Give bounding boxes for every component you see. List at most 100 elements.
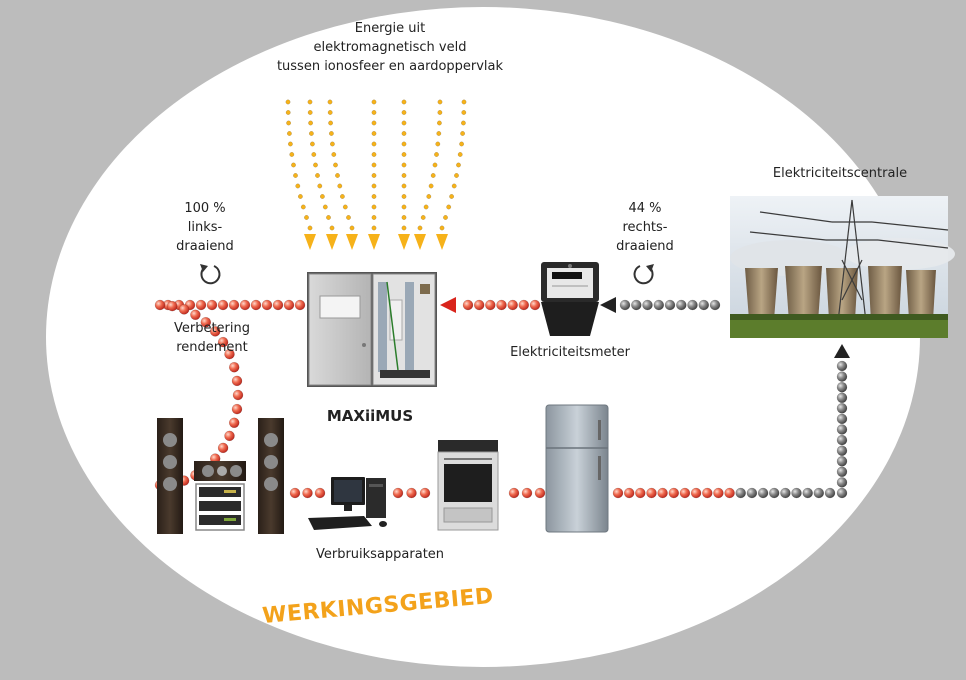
improved-current-bead bbox=[679, 487, 691, 499]
grid-current-bead bbox=[642, 299, 653, 311]
grid-current-bead bbox=[746, 487, 758, 499]
improved-current-bead bbox=[302, 487, 313, 499]
energy-dot bbox=[401, 183, 407, 189]
energy-dot bbox=[289, 152, 295, 157]
energy-dot bbox=[285, 110, 291, 115]
improved-current-bead bbox=[690, 487, 702, 499]
grid-current-bead bbox=[836, 477, 848, 488]
energy-dot bbox=[420, 215, 426, 220]
fridge-image bbox=[545, 404, 609, 533]
improved-current-bead bbox=[217, 336, 229, 348]
energy-dot bbox=[329, 225, 335, 231]
improved-current-bead bbox=[217, 442, 229, 454]
improved-current-bead bbox=[612, 487, 624, 499]
grid-current-bead bbox=[687, 299, 698, 311]
clockwise-rotation-icon bbox=[633, 264, 654, 285]
energy-dot bbox=[371, 204, 377, 210]
energy-dot bbox=[371, 215, 377, 220]
improved-current-bead bbox=[507, 299, 518, 311]
energy-dot bbox=[339, 194, 345, 199]
grid-current-bead bbox=[619, 299, 631, 311]
energy-arrowhead bbox=[414, 234, 426, 250]
improved-current-bead bbox=[702, 487, 713, 499]
improved-current-bead bbox=[231, 403, 243, 415]
energy-dot bbox=[434, 152, 439, 157]
grid-current-bead bbox=[768, 487, 780, 499]
meter-to-device-arrowhead bbox=[440, 297, 456, 313]
energy-dot bbox=[349, 225, 355, 231]
meter-label: Elektriciteitsmeter bbox=[510, 345, 630, 360]
improved-current-bead bbox=[272, 299, 284, 311]
energy-source-label-line2: elektromagnetisch veld bbox=[313, 40, 467, 55]
counterclockwise-rotation-icon bbox=[200, 264, 221, 285]
grid-current-bead bbox=[836, 434, 848, 446]
improved-current-bead bbox=[668, 487, 680, 499]
energy-dot bbox=[432, 162, 438, 168]
cooker-image bbox=[437, 440, 499, 531]
energy-dot bbox=[346, 215, 351, 220]
improved-current-bead bbox=[521, 487, 533, 499]
improved-current-bead bbox=[623, 487, 635, 499]
improvement-label-line1: Verbetering bbox=[173, 321, 251, 336]
improved-current-bead bbox=[228, 417, 240, 429]
improved-current-bead bbox=[228, 299, 240, 311]
improved-current-bead bbox=[289, 487, 301, 499]
energy-dot bbox=[437, 99, 443, 105]
improved-current-bead bbox=[406, 487, 417, 499]
energy-dot bbox=[335, 173, 340, 178]
energy-dot bbox=[461, 110, 467, 115]
grid-current-bead bbox=[836, 392, 848, 404]
energy-dot bbox=[315, 173, 320, 178]
energy-source-label-line3: tussen ionosfeer en aardoppervlak bbox=[276, 59, 504, 74]
energy-arrowhead bbox=[346, 234, 358, 250]
grid-current-bead bbox=[836, 381, 848, 393]
energy-dot bbox=[326, 215, 331, 220]
power-plant-label: Elektriciteitscentrale bbox=[772, 166, 908, 181]
grid-current-bead bbox=[735, 487, 746, 499]
energy-dot bbox=[371, 120, 377, 126]
energy-dot bbox=[371, 99, 377, 105]
energy-dot bbox=[313, 162, 318, 168]
computer-image bbox=[308, 477, 387, 530]
improved-current-bead bbox=[294, 299, 306, 311]
energy-dot bbox=[327, 99, 333, 105]
grid-current-bead bbox=[836, 456, 848, 467]
energy-dot bbox=[435, 141, 441, 147]
energy-dot bbox=[401, 141, 407, 147]
energy-dot bbox=[319, 194, 325, 199]
energy-dot bbox=[304, 215, 309, 220]
improved-current-bead bbox=[217, 299, 229, 311]
right-rotation-dir-line1: rechts- bbox=[622, 220, 668, 235]
power-plant-image bbox=[730, 196, 955, 338]
energy-dot bbox=[426, 194, 432, 199]
energy-dot bbox=[401, 152, 407, 157]
grid-current-bead bbox=[653, 299, 665, 311]
energy-dot bbox=[457, 152, 463, 157]
improved-current-bead bbox=[724, 487, 735, 499]
energy-dot bbox=[333, 162, 338, 168]
electricity-meter-image bbox=[541, 262, 599, 336]
improved-current-bead bbox=[231, 375, 243, 387]
energy-dot bbox=[308, 131, 314, 136]
energy-dot bbox=[295, 183, 301, 189]
improved-current-bead bbox=[224, 430, 235, 442]
energy-dot bbox=[331, 152, 337, 157]
energy-dot bbox=[439, 225, 445, 231]
grid-current-bead bbox=[813, 487, 825, 499]
grid-current-beads bbox=[619, 299, 848, 499]
improved-current-bead bbox=[200, 316, 212, 328]
energy-dot bbox=[307, 110, 313, 115]
energy-dot bbox=[297, 194, 303, 199]
energy-dot bbox=[337, 183, 343, 189]
improved-current-bead bbox=[314, 487, 326, 499]
consumers-label: Verbruiksapparaten bbox=[315, 547, 445, 562]
energy-dot bbox=[286, 120, 292, 126]
right-rotation-percent: 44 % bbox=[628, 201, 662, 216]
grid-current-bead bbox=[836, 371, 848, 382]
energy-dot bbox=[401, 99, 407, 105]
energy-dot bbox=[307, 99, 313, 105]
energy-dot bbox=[401, 204, 407, 210]
left-rotation-dir-line2: draaiend bbox=[176, 239, 234, 254]
energy-arrows bbox=[285, 99, 467, 250]
